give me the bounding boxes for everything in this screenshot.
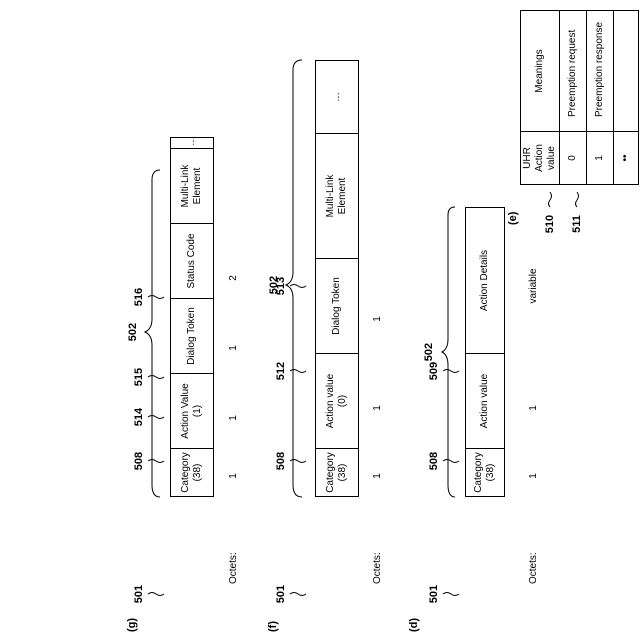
leader-f-508 bbox=[290, 460, 306, 463]
header-meanings: Meanings bbox=[521, 11, 560, 132]
octet-d-1: 1 bbox=[528, 364, 539, 452]
field-dialog-token: Dialog Token bbox=[316, 259, 359, 354]
ref-d-501: 501 bbox=[428, 574, 440, 614]
panel-e-label: (e) bbox=[507, 212, 519, 225]
row-value: 0 bbox=[560, 132, 587, 185]
field-label: Multi-Link Element bbox=[325, 175, 348, 218]
header-label: Meanings bbox=[534, 49, 545, 92]
leader-d-501 bbox=[443, 593, 459, 596]
field-label: Status Code bbox=[186, 233, 197, 288]
field-action-value: Action Value (1) bbox=[171, 374, 214, 449]
ref-g-516: 516 bbox=[133, 277, 145, 317]
leader-g-508 bbox=[148, 460, 164, 463]
field-label: Action value (0) bbox=[325, 374, 348, 428]
field-label: Category (38) bbox=[325, 452, 348, 493]
field-status-code: Status Code bbox=[171, 224, 214, 299]
octet-g-3: 2 bbox=[228, 244, 239, 312]
frame-format-g: Category (38) Action Value (1) Dialog To… bbox=[170, 137, 214, 497]
header-uhr-action-value: UHR Action value bbox=[521, 132, 560, 185]
field-action-value: Action value (0) bbox=[316, 354, 359, 449]
brace-f-502 bbox=[286, 60, 302, 497]
ref-f-501: 501 bbox=[275, 574, 287, 614]
ref-g-508: 508 bbox=[133, 441, 145, 481]
octet-f-2: 1 bbox=[372, 274, 383, 364]
panel-f-label: (f) bbox=[267, 621, 279, 632]
leader-g-515 bbox=[148, 376, 164, 379]
ref-g-501: 501 bbox=[133, 574, 145, 614]
ref-e-510: 510 bbox=[544, 204, 556, 244]
row-meaning bbox=[614, 11, 639, 132]
leader-f-513 bbox=[290, 285, 306, 288]
field-category: Category (38) bbox=[171, 449, 214, 497]
field-multi-link-element: Multi-Link Element bbox=[171, 149, 214, 224]
panel-d-label: (d) bbox=[408, 618, 420, 632]
field-label: Category (38) bbox=[473, 452, 496, 493]
field-label: Dialog Token bbox=[186, 307, 197, 365]
leader-g-514 bbox=[148, 416, 164, 419]
octet-g-2: 1 bbox=[228, 314, 239, 382]
field-ellipsis: … bbox=[316, 61, 359, 134]
row-value: •• bbox=[614, 132, 639, 185]
octets-label-g: Octets: bbox=[228, 552, 239, 584]
field-ellipsis: … bbox=[171, 138, 214, 149]
octet-g-0: 1 bbox=[228, 454, 239, 498]
leader-d-509 bbox=[443, 370, 459, 373]
field-label: Category (38) bbox=[180, 452, 203, 493]
ref-f-508: 508 bbox=[275, 441, 287, 481]
table-row: 1 Preemption response bbox=[587, 11, 614, 185]
field-multi-link-element: Multi-Link Element bbox=[316, 134, 359, 259]
field-category: Category (38) bbox=[466, 449, 505, 497]
octets-label-d: Octets: bbox=[528, 552, 539, 584]
ref-d-509: 509 bbox=[428, 351, 440, 391]
brace-d-502 bbox=[442, 207, 455, 497]
octet-d-2: variable bbox=[528, 208, 539, 364]
ref-f-512: 512 bbox=[275, 351, 287, 391]
ref-g-502: 502 bbox=[127, 312, 139, 352]
field-dialog-token: Dialog Token bbox=[171, 299, 214, 374]
field-label: … bbox=[331, 92, 342, 102]
panel-g-label: (g) bbox=[126, 618, 138, 632]
ref-f-513: 513 bbox=[275, 266, 287, 306]
field-label: Action Value (1) bbox=[180, 383, 203, 438]
frame-format-f: Category (38) Action value (0) Dialog To… bbox=[315, 60, 359, 497]
octet-g-1: 1 bbox=[228, 384, 239, 452]
table-header-row: UHR Action value Meanings bbox=[521, 11, 560, 185]
leader-f-501 bbox=[290, 593, 306, 596]
row-value: 1 bbox=[587, 132, 614, 185]
field-label: … bbox=[186, 136, 197, 146]
octets-label-f: Octets: bbox=[372, 552, 383, 584]
table-row: •• bbox=[614, 11, 639, 185]
leader-f-512 bbox=[290, 370, 306, 373]
field-action-details: Action Details bbox=[466, 208, 505, 354]
row-meaning: Preemption request bbox=[560, 11, 587, 132]
brace-g-502 bbox=[145, 170, 160, 497]
field-category: Category (38) bbox=[316, 449, 359, 497]
leader-d-508 bbox=[443, 460, 459, 463]
leader-g-501 bbox=[148, 593, 164, 596]
octet-d-0: 1 bbox=[528, 454, 539, 498]
uhr-action-value-table: UHR Action value Meanings 0 Preemption r… bbox=[520, 10, 639, 185]
field-label: Action value bbox=[479, 374, 490, 428]
table-row: 0 Preemption request bbox=[560, 11, 587, 185]
leader-g-516 bbox=[148, 296, 164, 299]
ref-g-514: 514 bbox=[133, 397, 145, 437]
field-label: Action Details bbox=[479, 250, 490, 311]
octet-f-0: 1 bbox=[372, 454, 383, 498]
row-meaning: Preemption response bbox=[587, 11, 614, 132]
ref-g-515: 515 bbox=[133, 357, 145, 397]
frame-format-d: Category (38) Action value Action Detail… bbox=[465, 207, 505, 497]
field-label: Dialog Token bbox=[331, 277, 342, 335]
ref-e-511: 511 bbox=[571, 204, 583, 244]
header-label: UHR Action value bbox=[522, 144, 557, 172]
octet-f-1: 1 bbox=[372, 364, 383, 452]
ref-d-508: 508 bbox=[428, 441, 440, 481]
field-label: Multi-Link Element bbox=[180, 165, 203, 208]
field-action-value: Action value bbox=[466, 354, 505, 449]
